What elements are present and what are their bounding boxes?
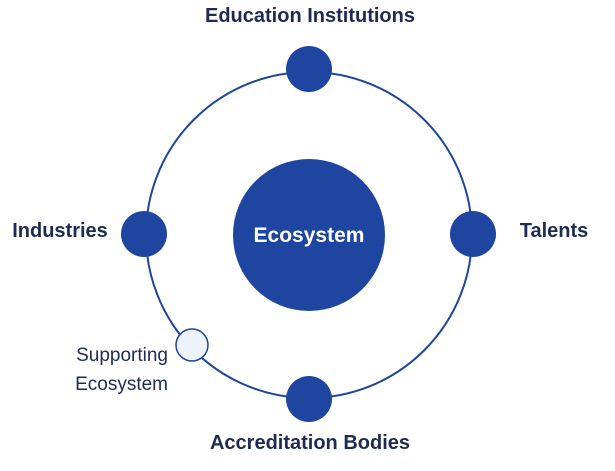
center-hub [233,159,385,311]
supporting-label-line2: Ecosystem [75,374,168,395]
node-right-label: Talents [520,220,589,242]
supporting-label-line1: Supporting [76,345,168,366]
center-label: Ecosystem [254,224,365,247]
node-right [450,211,496,257]
node-left-label: Industries [12,220,108,242]
supporting-node [175,328,209,362]
node-top-label: Education Institutions [205,5,415,27]
node-bottom-label: Accreditation Bodies [210,432,410,454]
node-left [121,211,167,257]
node-top [286,46,332,92]
node-bottom [286,376,332,422]
